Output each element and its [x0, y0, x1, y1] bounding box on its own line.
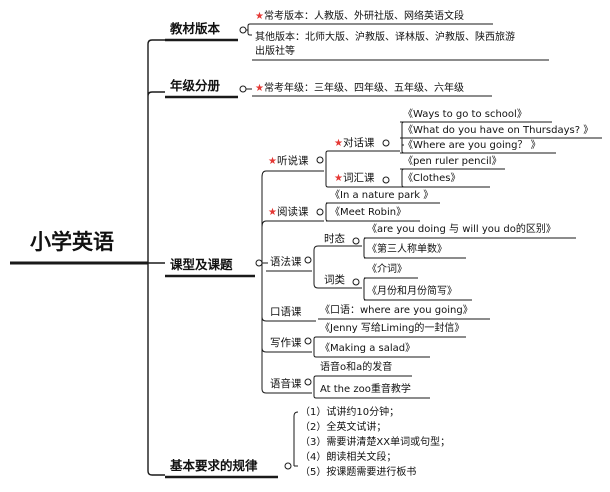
star-icon: ★ — [334, 173, 343, 184]
leaf-dialogue-2[interactable]: 《What do you have on Thursdays? 》 — [403, 125, 594, 136]
tense-connector — [363, 237, 367, 259]
collapse-toggle-icon[interactable] — [352, 237, 360, 245]
leaf-phonics-2[interactable]: At the zoo重音教学 — [320, 384, 411, 395]
lesson-vocab[interactable]: ★词汇课 — [334, 172, 375, 184]
requirement-item[interactable]: （1）试讲约10分钟； — [300, 407, 400, 418]
star-icon: ★ — [268, 156, 277, 167]
grammar-connector — [313, 245, 319, 289]
topic-requirements[interactable]: 基本要求的规律 — [170, 458, 258, 473]
star-icon: ★ — [268, 207, 277, 218]
lesson-reading[interactable]: ★阅读课 — [268, 206, 309, 218]
collapse-toggle-icon[interactable] — [304, 378, 312, 386]
textbook-item-other-cont: 出版社等 — [255, 46, 295, 57]
lesson-oral[interactable]: 口语课 — [270, 306, 302, 318]
textbook-connector — [246, 23, 252, 36]
trunk-connector — [147, 39, 165, 476]
collapse-toggle-icon[interactable] — [382, 139, 390, 147]
topic-grades[interactable]: 年级分册 — [170, 78, 221, 93]
collapse-toggle-icon[interactable] — [239, 85, 247, 93]
lesson-dialogue[interactable]: ★对话课 — [334, 137, 375, 149]
topic-textbook[interactable]: 教材版本 — [170, 21, 221, 36]
leaf-oral-1[interactable]: 《口语：where are you going》 — [320, 305, 473, 316]
writing-connector — [313, 336, 317, 358]
leaf-vocab-2[interactable]: 《Clothes》 — [403, 173, 461, 184]
leaf-tense-1[interactable]: 《are you doing 与 will you do的区别》 — [367, 224, 556, 235]
phonics-connector — [313, 375, 317, 399]
collapse-toggle-icon[interactable] — [316, 156, 324, 164]
grammar-wordclass[interactable]: 词类 — [324, 274, 345, 286]
collapse-toggle-icon[interactable] — [316, 208, 324, 216]
reading-connector — [325, 202, 329, 222]
collapse-toggle-icon[interactable] — [352, 278, 360, 286]
leaf-writing-2[interactable]: 《Making a salad》 — [320, 343, 416, 354]
leaf-vocab-1[interactable]: 《pen ruler pencil》 — [403, 156, 502, 167]
leaf-dialogue-1[interactable]: 《Ways to go to school》 — [403, 109, 527, 120]
grades-item[interactable]: ★常考年级：三年级、四年级、五年级、六年级 — [255, 83, 464, 94]
leaf-wordclass-1[interactable]: 《介词》 — [367, 264, 407, 275]
leaf-reading-1[interactable]: 《In a nature park 》 — [330, 190, 434, 201]
collapse-toggle-icon[interactable] — [239, 26, 247, 34]
lesson-listening[interactable]: ★听说课 — [268, 155, 309, 167]
textbook-item-common[interactable]: ★常考版本：人教版、外研社版、网络英语文段 — [255, 11, 464, 22]
lesson-phonics[interactable]: 语音课 — [270, 378, 302, 390]
listening-connector — [325, 150, 330, 188]
leaf-dialogue-3[interactable]: 《Where are you going？ 》 — [403, 140, 541, 151]
leaf-tense-2[interactable]: 《第三人称单数》 — [367, 244, 447, 255]
star-icon: ★ — [255, 11, 264, 22]
root-topic[interactable]: 小学英语 — [30, 230, 114, 254]
topic-lessons[interactable]: 课型及课题 — [170, 257, 233, 272]
leaf-reading-2[interactable]: 《Meet Robin》 — [330, 207, 407, 218]
textbook-item-other[interactable]: 其他版本：北师大版、沪教版、译林版、沪教版、陕西旅游 — [255, 32, 515, 43]
lesson-grammar[interactable]: 语法课 — [270, 256, 302, 268]
leaf-writing-1[interactable]: 《Jenny 写给Liming的一封信》 — [320, 323, 465, 334]
lesson-writing[interactable]: 写作课 — [270, 337, 302, 349]
star-icon: ★ — [255, 83, 264, 94]
collapse-toggle-icon[interactable] — [284, 462, 292, 470]
requirement-item[interactable]: （2）全英文试讲； — [300, 422, 387, 433]
star-icon: ★ — [334, 138, 343, 149]
collapse-toggle-icon[interactable] — [304, 256, 312, 264]
requirements-connector — [293, 411, 299, 467]
requirement-item[interactable]: （4）朗读相关文段； — [300, 452, 397, 463]
leaf-phonics-1[interactable]: 语音o和a的发音 — [320, 362, 393, 373]
collapse-toggle-icon[interactable] — [304, 337, 312, 345]
requirement-item[interactable]: （5）按课题需要进行板书 — [300, 467, 417, 478]
collapse-toggle-icon[interactable] — [382, 176, 390, 184]
leaf-wordclass-2[interactable]: 《月份和月份简写》 — [367, 286, 457, 297]
wordclass-connector — [363, 277, 367, 301]
collapse-toggle-icon[interactable] — [255, 259, 263, 267]
grammar-tense[interactable]: 时态 — [324, 233, 345, 245]
lessons-connector — [261, 170, 268, 394]
requirement-item[interactable]: （3）需要讲清楚XX单词或句型； — [300, 437, 451, 448]
